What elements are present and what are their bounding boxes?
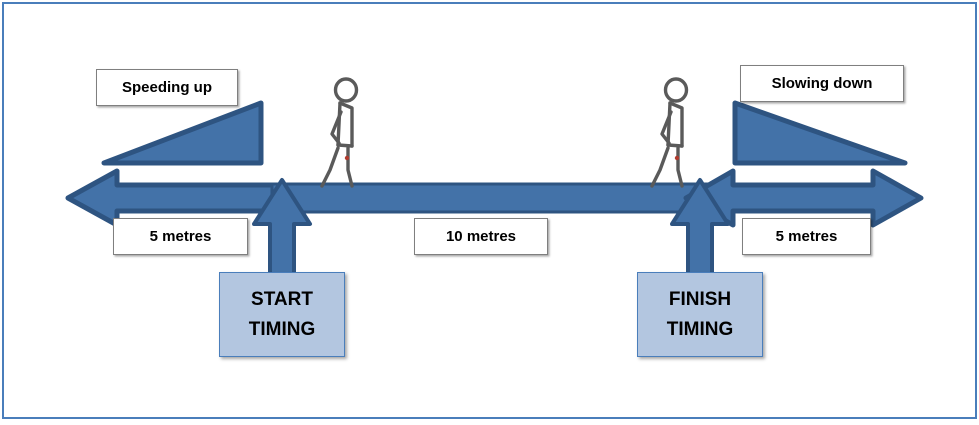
walking-person-finish-accent bbox=[674, 155, 680, 161]
finish-timing-line2: TIMING bbox=[666, 318, 734, 340]
timed-zone-bar bbox=[270, 182, 710, 214]
finish-timing-box: FINISH TIMING bbox=[637, 272, 763, 357]
distance-label-middle: 10 metres bbox=[414, 218, 548, 255]
slowing-down-triangle bbox=[732, 100, 908, 166]
distance-label-right: 5 metres bbox=[742, 218, 871, 255]
right-double-arrow bbox=[683, 168, 924, 228]
start-timing-line1: START bbox=[251, 289, 313, 311]
distance-label-left: 5 metres bbox=[113, 218, 248, 255]
speeding-up-triangle bbox=[101, 100, 264, 166]
walking-person-start-icon bbox=[320, 77, 359, 188]
slowing-down-label: Slowing down bbox=[740, 65, 904, 102]
walking-person-start-accent bbox=[344, 155, 350, 161]
walking-person-finish-icon bbox=[650, 77, 689, 188]
finish-timing-line1: FINISH bbox=[668, 289, 732, 311]
speeding-up-label: Speeding up bbox=[96, 69, 238, 106]
start-timing-line2: TIMING bbox=[248, 318, 316, 340]
start-timing-box: START TIMING bbox=[219, 272, 345, 357]
